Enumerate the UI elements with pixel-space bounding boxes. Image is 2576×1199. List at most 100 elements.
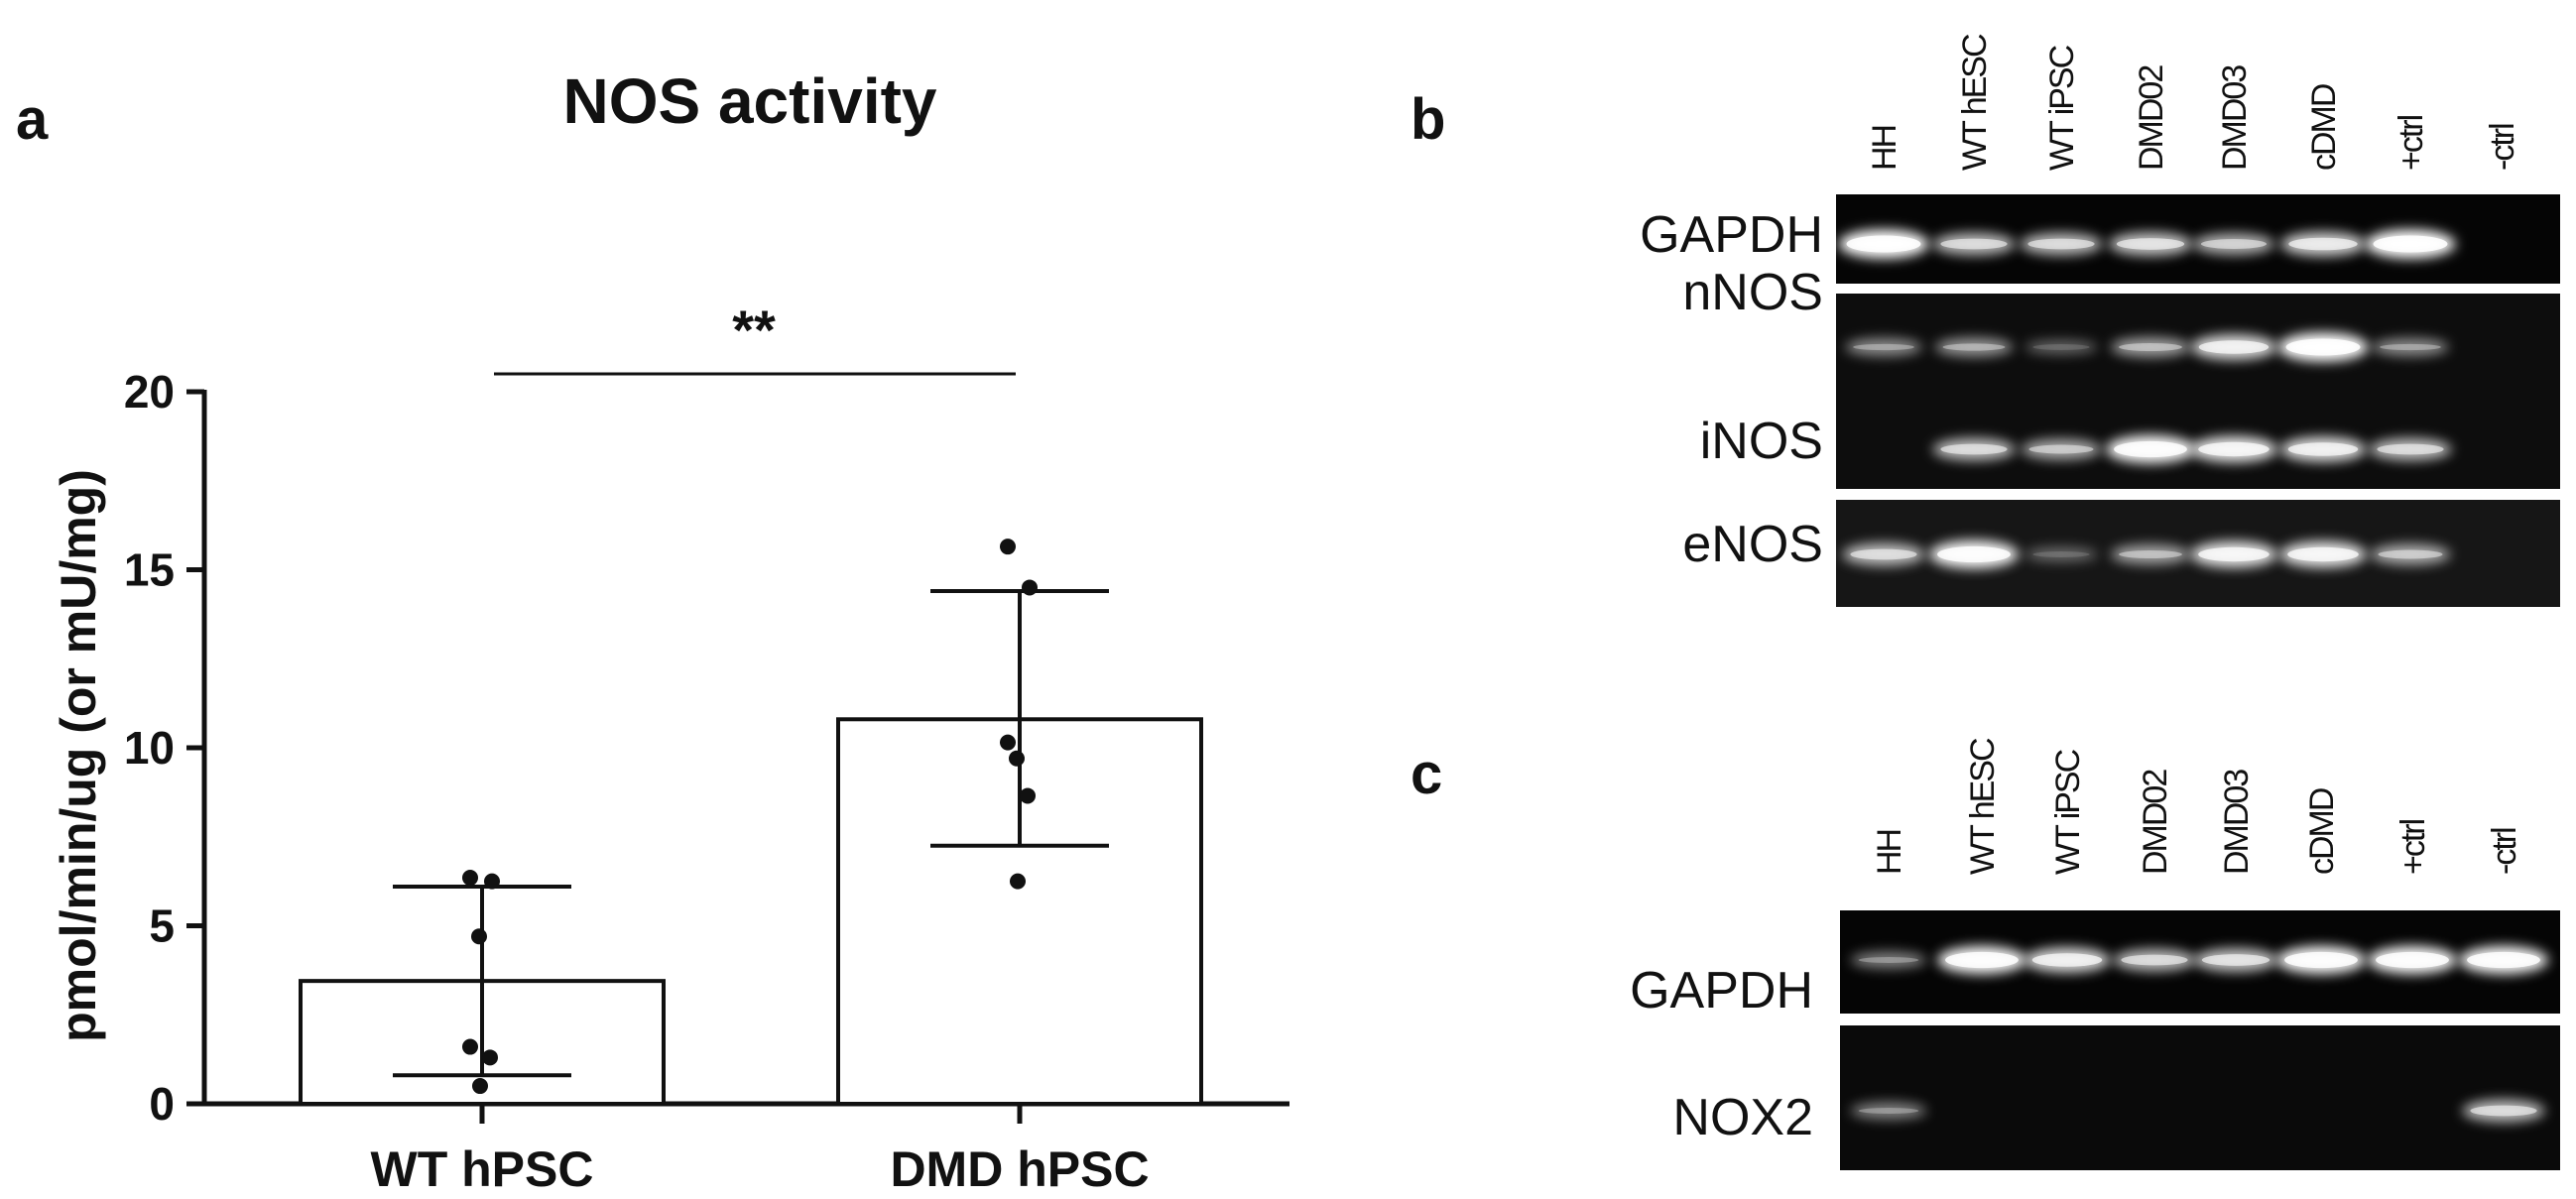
gel-band-core [2467,951,2540,969]
gel-band-core [2380,343,2441,351]
gel-band-core [2285,338,2361,356]
lane-label: DMD03 [2216,65,2254,171]
gel-band [1850,951,1927,969]
gel-band-core [1945,951,2019,969]
gel-band-core [1858,957,1919,963]
gel-band-core [2287,442,2359,456]
gel-band [2021,438,2102,460]
lane-label: +ctrl [2392,115,2430,171]
gel-band-core [1846,235,1921,253]
y-tick-label: 5 [149,900,175,952]
y-tick-label: 10 [124,722,175,774]
gel-band-core [2198,546,2269,562]
gene-label: GAPDH [1630,962,1813,1019]
gel-band-core [2031,953,2103,967]
lane-label: DMD02 [2133,65,2170,171]
data-point [1000,539,1016,555]
gel-band-core [2027,238,2095,250]
lane-label: WT iPSC [2049,749,2087,875]
gel-band-core [1853,343,1914,351]
significance-label: ** [732,299,776,361]
data-point [1020,787,1036,804]
gel-band-core [2287,546,2359,562]
gel-band-core [2373,235,2448,253]
gel-band [2372,337,2449,357]
gel-band-core [2200,239,2268,249]
gel-band-core [2119,549,2182,559]
lane-label: DMD02 [2137,770,2174,875]
gel-band-core [2028,444,2094,454]
panel-c-letter: c [1411,742,1442,806]
data-point [484,873,500,890]
lane-label: DMD03 [2218,770,2256,875]
gel-band [2024,339,2098,355]
panel-b-letter: b [1411,87,1445,152]
gel-band [2111,336,2190,358]
y-tick-label: 20 [124,366,175,418]
gel-band [2024,546,2098,562]
lane-label: -ctrl [2484,124,2521,171]
gel-band-core [2288,237,2358,251]
gel-strip [1840,1025,2560,1170]
lane-label: HH [1866,126,1903,171]
gel-band-core [2376,951,2449,969]
data-point [462,870,478,887]
lane-label: WT hESC [1964,738,2002,875]
gel-band [1845,337,1922,357]
gel-band [2370,543,2451,565]
y-axis-label: pmol/min/ug (or mU/mg) [51,469,106,1042]
gel-panel-c: HH WT hESC WT iPSC DMD02 DMD03 cDMD +ctrl -ctrl… [1630,738,2560,1170]
gene-label: eNOS [1682,516,1823,573]
gel-band-core [2032,344,2090,350]
gel-band-core [2377,443,2444,455]
data-point [462,1038,478,1055]
gel-band-core [1942,343,2006,351]
gene-label: iNOS [1700,413,1823,470]
gel-strip [1836,294,2560,489]
gel-band-core [1940,238,2008,250]
chart-title: NOS activity [562,65,936,137]
gel-band-core [2201,954,2270,966]
gel-band-core [2121,954,2188,966]
data-point [1010,873,1026,890]
x-category-label: DMD hPSC [890,1141,1149,1197]
y-tick-label: 15 [124,544,175,596]
gel-band-core [2284,951,2358,969]
gel-band-core [1850,548,1917,560]
gel-band-core [2114,440,2187,458]
data-point [1000,734,1016,751]
lane-label: HH [1871,830,1908,875]
gel-band-core [1858,1108,1919,1114]
lane-label: cDMD [2305,84,2343,171]
gel-band-core [1940,443,2008,455]
lane-label: WT hESC [1956,34,1994,171]
gel-panel-b: HH WT hESC WT iPSC DMD02 DMD03 cDMD +ctrl -ctrl… [1640,34,2560,607]
gene-label: GAPDH [1640,206,1823,264]
bar-chart: NOS activity pmol/min/ug (or mU/mg) 0 5 10… [51,65,1289,1197]
panel-a-letter: a [16,87,49,152]
data-point [472,1078,488,1095]
lane-label: -ctrl [2486,828,2523,875]
gel-band-core [2378,549,2443,559]
gene-label: NOX2 [1672,1089,1813,1146]
x-category-label: WT hPSC [371,1141,594,1197]
data-point [1022,579,1038,596]
gel-band [2192,233,2275,255]
data-point [482,1049,498,1066]
gel-band-core [1937,545,2011,563]
lane-label: +ctrl [2394,819,2432,875]
lane-label: cDMD [2303,788,2341,875]
gel-band-core [2198,441,2269,457]
gene-label: nNOS [1682,264,1823,321]
gel-band-core [2116,238,2185,250]
lane-label: WT iPSC [2043,45,2081,171]
data-point [471,928,487,945]
gel-band [1934,337,2014,357]
gel-band [2111,543,2190,565]
y-tick-label: 0 [149,1078,175,1130]
gel-band-core [2470,1105,2537,1117]
gel-band-core [2119,342,2182,352]
gel-band [1850,1102,1927,1120]
gel-band-core [2032,551,2090,557]
